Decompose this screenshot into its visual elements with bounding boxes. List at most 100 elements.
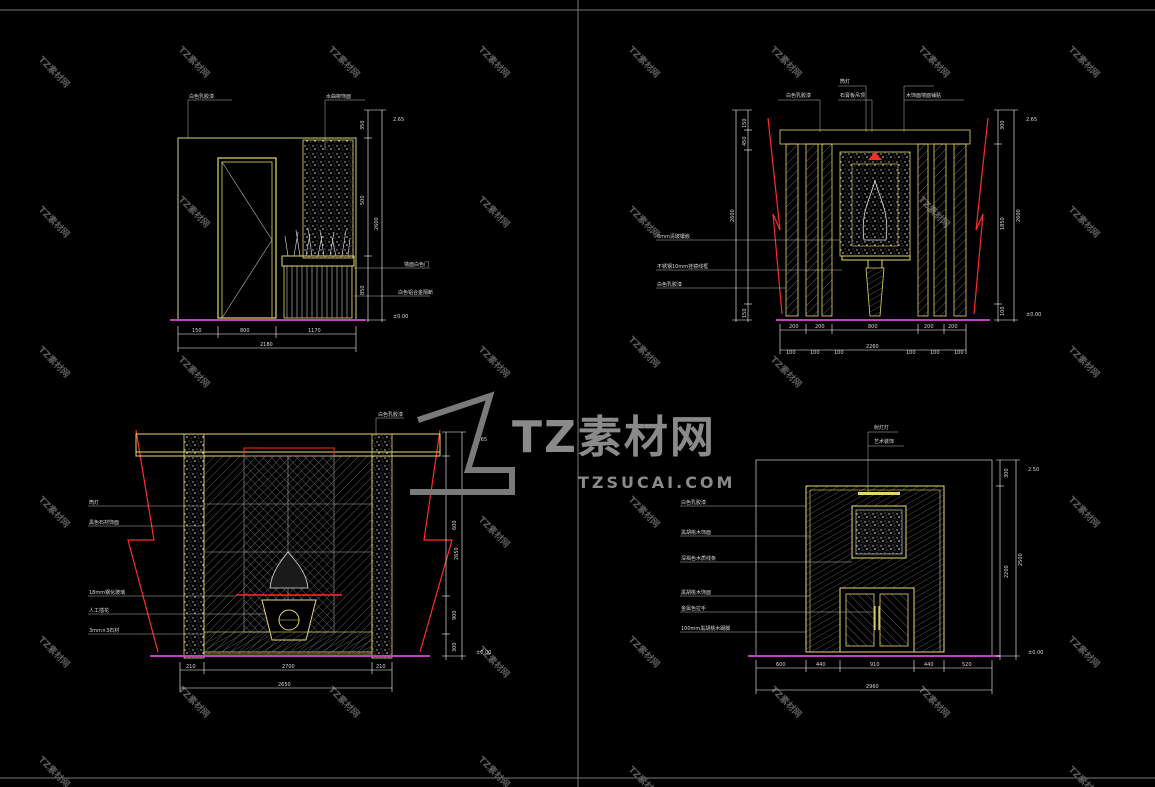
e4-level-bottom: ±0.00 xyxy=(1028,650,1043,656)
elevation-3: 白色乳胶漆 筒灯 黑色石材饰面 18mm钢化玻璃 人工插花 3mm×3石材 60… xyxy=(88,411,491,692)
e2-ldim-0: 150 xyxy=(742,118,748,128)
watermark-tile: TZ素材网 xyxy=(1066,44,1103,81)
e2-rdim-3: 100 xyxy=(1000,306,1006,316)
watermark-tile: TZ素材网 xyxy=(1066,634,1103,671)
e4-bdim-2: 910 xyxy=(870,662,880,668)
watermark-tile: TZ素材网 xyxy=(476,754,513,787)
e2-bdim2-4: 100 xyxy=(930,350,940,356)
e3-bdim-1: 2700 xyxy=(282,664,295,670)
e4-rdim-0: 300 xyxy=(1004,468,1010,478)
e1-rdim-0: 350 xyxy=(360,120,366,130)
e4-left-label-2: 深褐色木质线条 xyxy=(681,555,716,562)
e1-label-1: 水曲柳饰面 xyxy=(326,93,351,100)
watermark-tile: TZ素材网 xyxy=(626,634,663,671)
logo-text-en: TZSUCAI.COM xyxy=(578,473,735,492)
e2-top-label-3: 木饰面墙面铺贴 xyxy=(906,92,941,99)
elevation-2: 筒灯 白色乳胶漆 石膏板吊顶 木饰面墙面铺贴 8mm清玻镶嵌 不锈钢10mm挂镜… xyxy=(656,78,1041,356)
e3-top-label: 白色乳胶漆 xyxy=(378,411,403,418)
e2-bdim2-0: 100 xyxy=(786,350,796,356)
e2-left-label-0: 8mm清玻镶嵌 xyxy=(657,233,690,240)
e4-left-label-1: 黑胡桃木饰面 xyxy=(681,529,711,536)
e3-left-label-3: 人工插花 xyxy=(89,607,109,614)
watermark-tile: TZ素材网 xyxy=(768,684,805,721)
e1-bdim-1: 800 xyxy=(240,328,250,334)
e2-bdim1-3: 200 xyxy=(924,324,934,330)
e2-level-top: 2.65 xyxy=(1026,117,1037,123)
watermark-tile: TZ素材网 xyxy=(768,44,805,81)
e3-total-width: 2650 xyxy=(278,682,291,688)
e2-bdim2-1: 100 xyxy=(810,350,820,356)
e3-rdim-2: 900 xyxy=(452,610,458,620)
watermark-tile: TZ素材网 xyxy=(626,334,663,371)
e2-ldim-3: 150 xyxy=(742,308,748,318)
watermark-tile: TZ素材网 xyxy=(326,44,363,81)
logo-icon xyxy=(410,391,515,495)
watermark-tile: TZ素材网 xyxy=(768,354,805,391)
e3-left-label-2: 18mm钢化玻璃 xyxy=(89,589,125,596)
e4-bdim-3: 440 xyxy=(924,662,934,668)
e2-bdim2-3: 100 xyxy=(906,350,916,356)
e2-bdim1-4: 200 xyxy=(948,324,958,330)
e4-top-label-0: 射灯灯 xyxy=(874,424,889,431)
e2-left-label-2: 白色乳胶漆 xyxy=(657,281,682,288)
e1-label-3: 白色铝合金隔断 xyxy=(398,289,433,296)
e2-top-label-2: 石膏板吊顶 xyxy=(840,92,865,99)
watermark-tile: TZ素材网 xyxy=(476,344,513,381)
watermark-tile: TZ素材网 xyxy=(476,44,513,81)
e2-ldim-2: 2600 xyxy=(730,209,736,222)
watermark-logo: TZ素材网 TZSUCAI.COM xyxy=(410,391,735,495)
e2-rdim-2: 2600 xyxy=(1016,209,1022,222)
e3-left-label-1: 黑色石材饰面 xyxy=(89,519,119,526)
e3-left-label-4: 3mm×3石材 xyxy=(89,627,119,634)
watermark-tile: TZ素材网 xyxy=(1066,764,1103,787)
watermark-tile: TZ素材网 xyxy=(626,44,663,81)
watermark-tile: TZ素材网 xyxy=(176,684,213,721)
e3-bdim-0: 210 xyxy=(186,664,196,670)
e1-level-top: 2.65 xyxy=(393,117,404,123)
e2-bdim1-0: 200 xyxy=(789,324,799,330)
e3-rdim-3: 300 xyxy=(452,642,458,652)
e4-bdim-0: 600 xyxy=(776,662,786,668)
e2-bdim2-5: 100 xyxy=(954,350,964,356)
e4-left-label-4: 金属色拉手 xyxy=(681,605,706,612)
watermark-tile: TZ素材网 xyxy=(176,194,213,231)
e1-rdim-2: 850 xyxy=(360,285,366,295)
e2-total-width: 2260 xyxy=(866,344,879,350)
e4-left-label-5: 100mm黑胡桃木踢脚 xyxy=(681,625,730,632)
e2-bdim2-2: 100 xyxy=(834,350,844,356)
watermark-tile: TZ素材网 xyxy=(916,684,953,721)
e1-label-0: 白色乳胶漆 xyxy=(189,93,214,100)
watermark-tile: TZ素材网 xyxy=(36,344,73,381)
e3-rdim-0: 600 xyxy=(452,520,458,530)
e1-total-width: 2180 xyxy=(260,342,273,348)
e2-level-bottom: ±0.00 xyxy=(1026,312,1041,318)
watermark-tile: TZ素材网 xyxy=(626,494,663,531)
e4-left-label-0: 白色乳胶漆 xyxy=(681,499,706,506)
e1-rdim-3: 2600 xyxy=(374,217,380,230)
e4-top-label-1: 艺术装饰 xyxy=(874,438,894,445)
e1-label-2: 墙面白色门 xyxy=(404,261,429,268)
watermark-tile: TZ素材网 xyxy=(626,764,663,787)
e1-bdim-0: 150 xyxy=(192,328,202,334)
e2-bdim1-2: 800 xyxy=(868,324,878,330)
elevation-4: 射灯灯 艺术装饰 白色乳胶漆 黑胡桃木饰面 深褐色木质线条 黑胡桃木饰面 金属色… xyxy=(680,424,1043,694)
watermark-tile: TZ素材网 xyxy=(36,634,73,671)
watermark-tile: TZ素材网 xyxy=(1066,204,1103,241)
e4-total-width: 2960 xyxy=(866,684,879,690)
e4-rdim-2: 2500 xyxy=(1018,553,1024,566)
e2-top-label-1: 白色乳胶漆 xyxy=(786,92,811,99)
e4-bdim-4: 520 xyxy=(962,662,972,668)
e1-level-bottom: ±0.00 xyxy=(393,314,408,320)
watermark-tile: TZ素材网 xyxy=(1066,494,1103,531)
watermark-tile: TZ素材网 xyxy=(36,754,73,787)
e3-bdim-2: 210 xyxy=(376,664,386,670)
e3-left-label-0: 筒灯 xyxy=(89,499,99,506)
e4-level-top: 2.50 xyxy=(1028,467,1039,473)
e4-left-label-3: 黑胡桃木饰面 xyxy=(681,589,711,596)
e2-rdim-1: 1850 xyxy=(1000,217,1006,230)
watermark-tile: TZ素材网 xyxy=(176,354,213,391)
logo-text-cn: TZ素材网 xyxy=(512,412,716,463)
